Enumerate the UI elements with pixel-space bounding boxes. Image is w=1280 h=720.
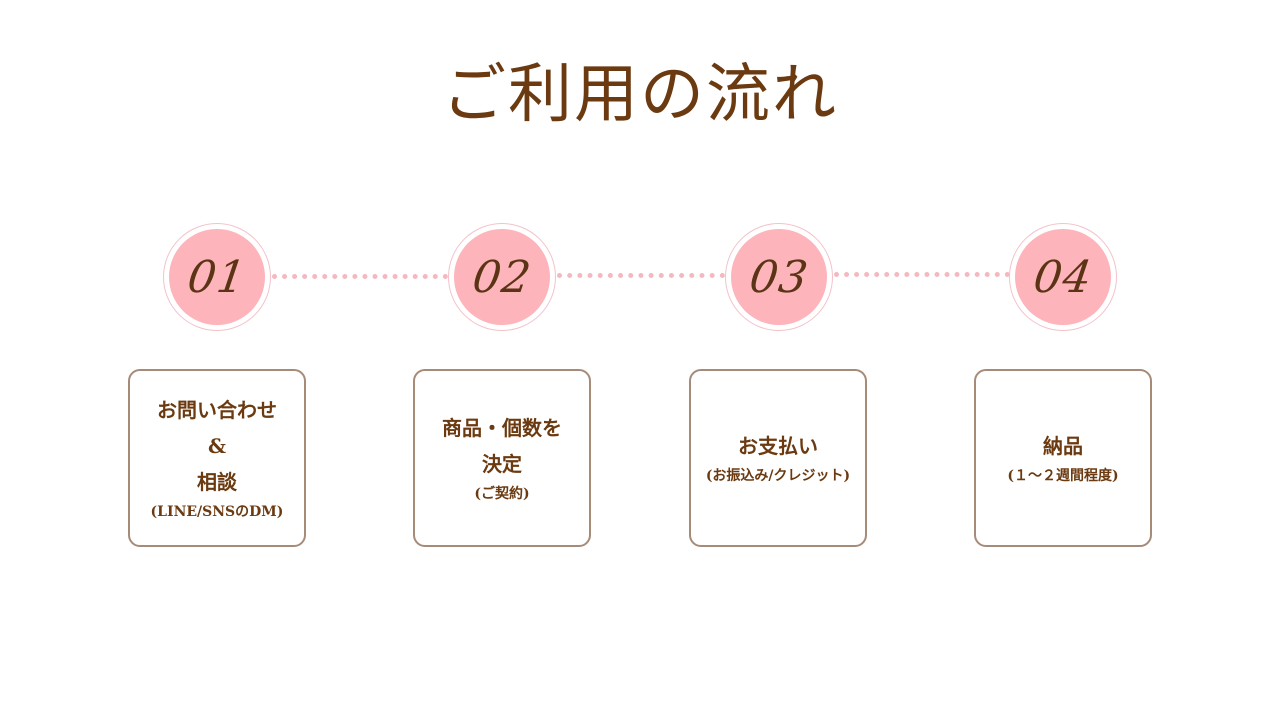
connector-1-2 xyxy=(272,274,448,279)
step-2-line-2: 決定 xyxy=(482,452,522,476)
step-4-sub: (１～２週間程度) xyxy=(1007,468,1119,484)
step-2-card: 商品・個数を 決定 (ご契約) xyxy=(413,369,591,547)
step-4-line-1: 納品 xyxy=(1043,434,1083,458)
step-1-circle: 01 xyxy=(163,223,271,331)
connector-2-3 xyxy=(557,273,725,278)
step-3-sub: (お振込み/クレジット) xyxy=(705,468,851,484)
step-4-circle: 04 xyxy=(1009,223,1117,331)
step-1-line-2: & xyxy=(207,434,227,458)
step-2-circle: 02 xyxy=(448,223,556,331)
step-2-line-1: 商品・個数を xyxy=(442,416,562,440)
step-4-number: 04 xyxy=(1030,251,1096,303)
step-3-circle: 03 xyxy=(725,223,833,331)
step-1-line-1: お問い合わせ xyxy=(157,398,277,422)
step-3-number: 03 xyxy=(746,251,812,303)
connector-3-4 xyxy=(834,272,1010,277)
step-4-card: 納品 (１～２週間程度) xyxy=(974,369,1152,547)
step-1-number: 01 xyxy=(184,251,250,303)
step-1-sub: (LINE/SNSのDM) xyxy=(150,504,284,520)
step-3-line-1: お支払い xyxy=(738,434,818,458)
step-2-number: 02 xyxy=(469,251,535,303)
page-title: ご利用の流れ xyxy=(442,58,838,132)
step-1-line-3: 相談 xyxy=(197,470,237,494)
step-1-card: お問い合わせ & 相談 (LINE/SNSのDM) xyxy=(128,369,306,547)
step-2-sub: (ご契約) xyxy=(474,486,530,502)
step-3-card: お支払い (お振込み/クレジット) xyxy=(689,369,867,547)
